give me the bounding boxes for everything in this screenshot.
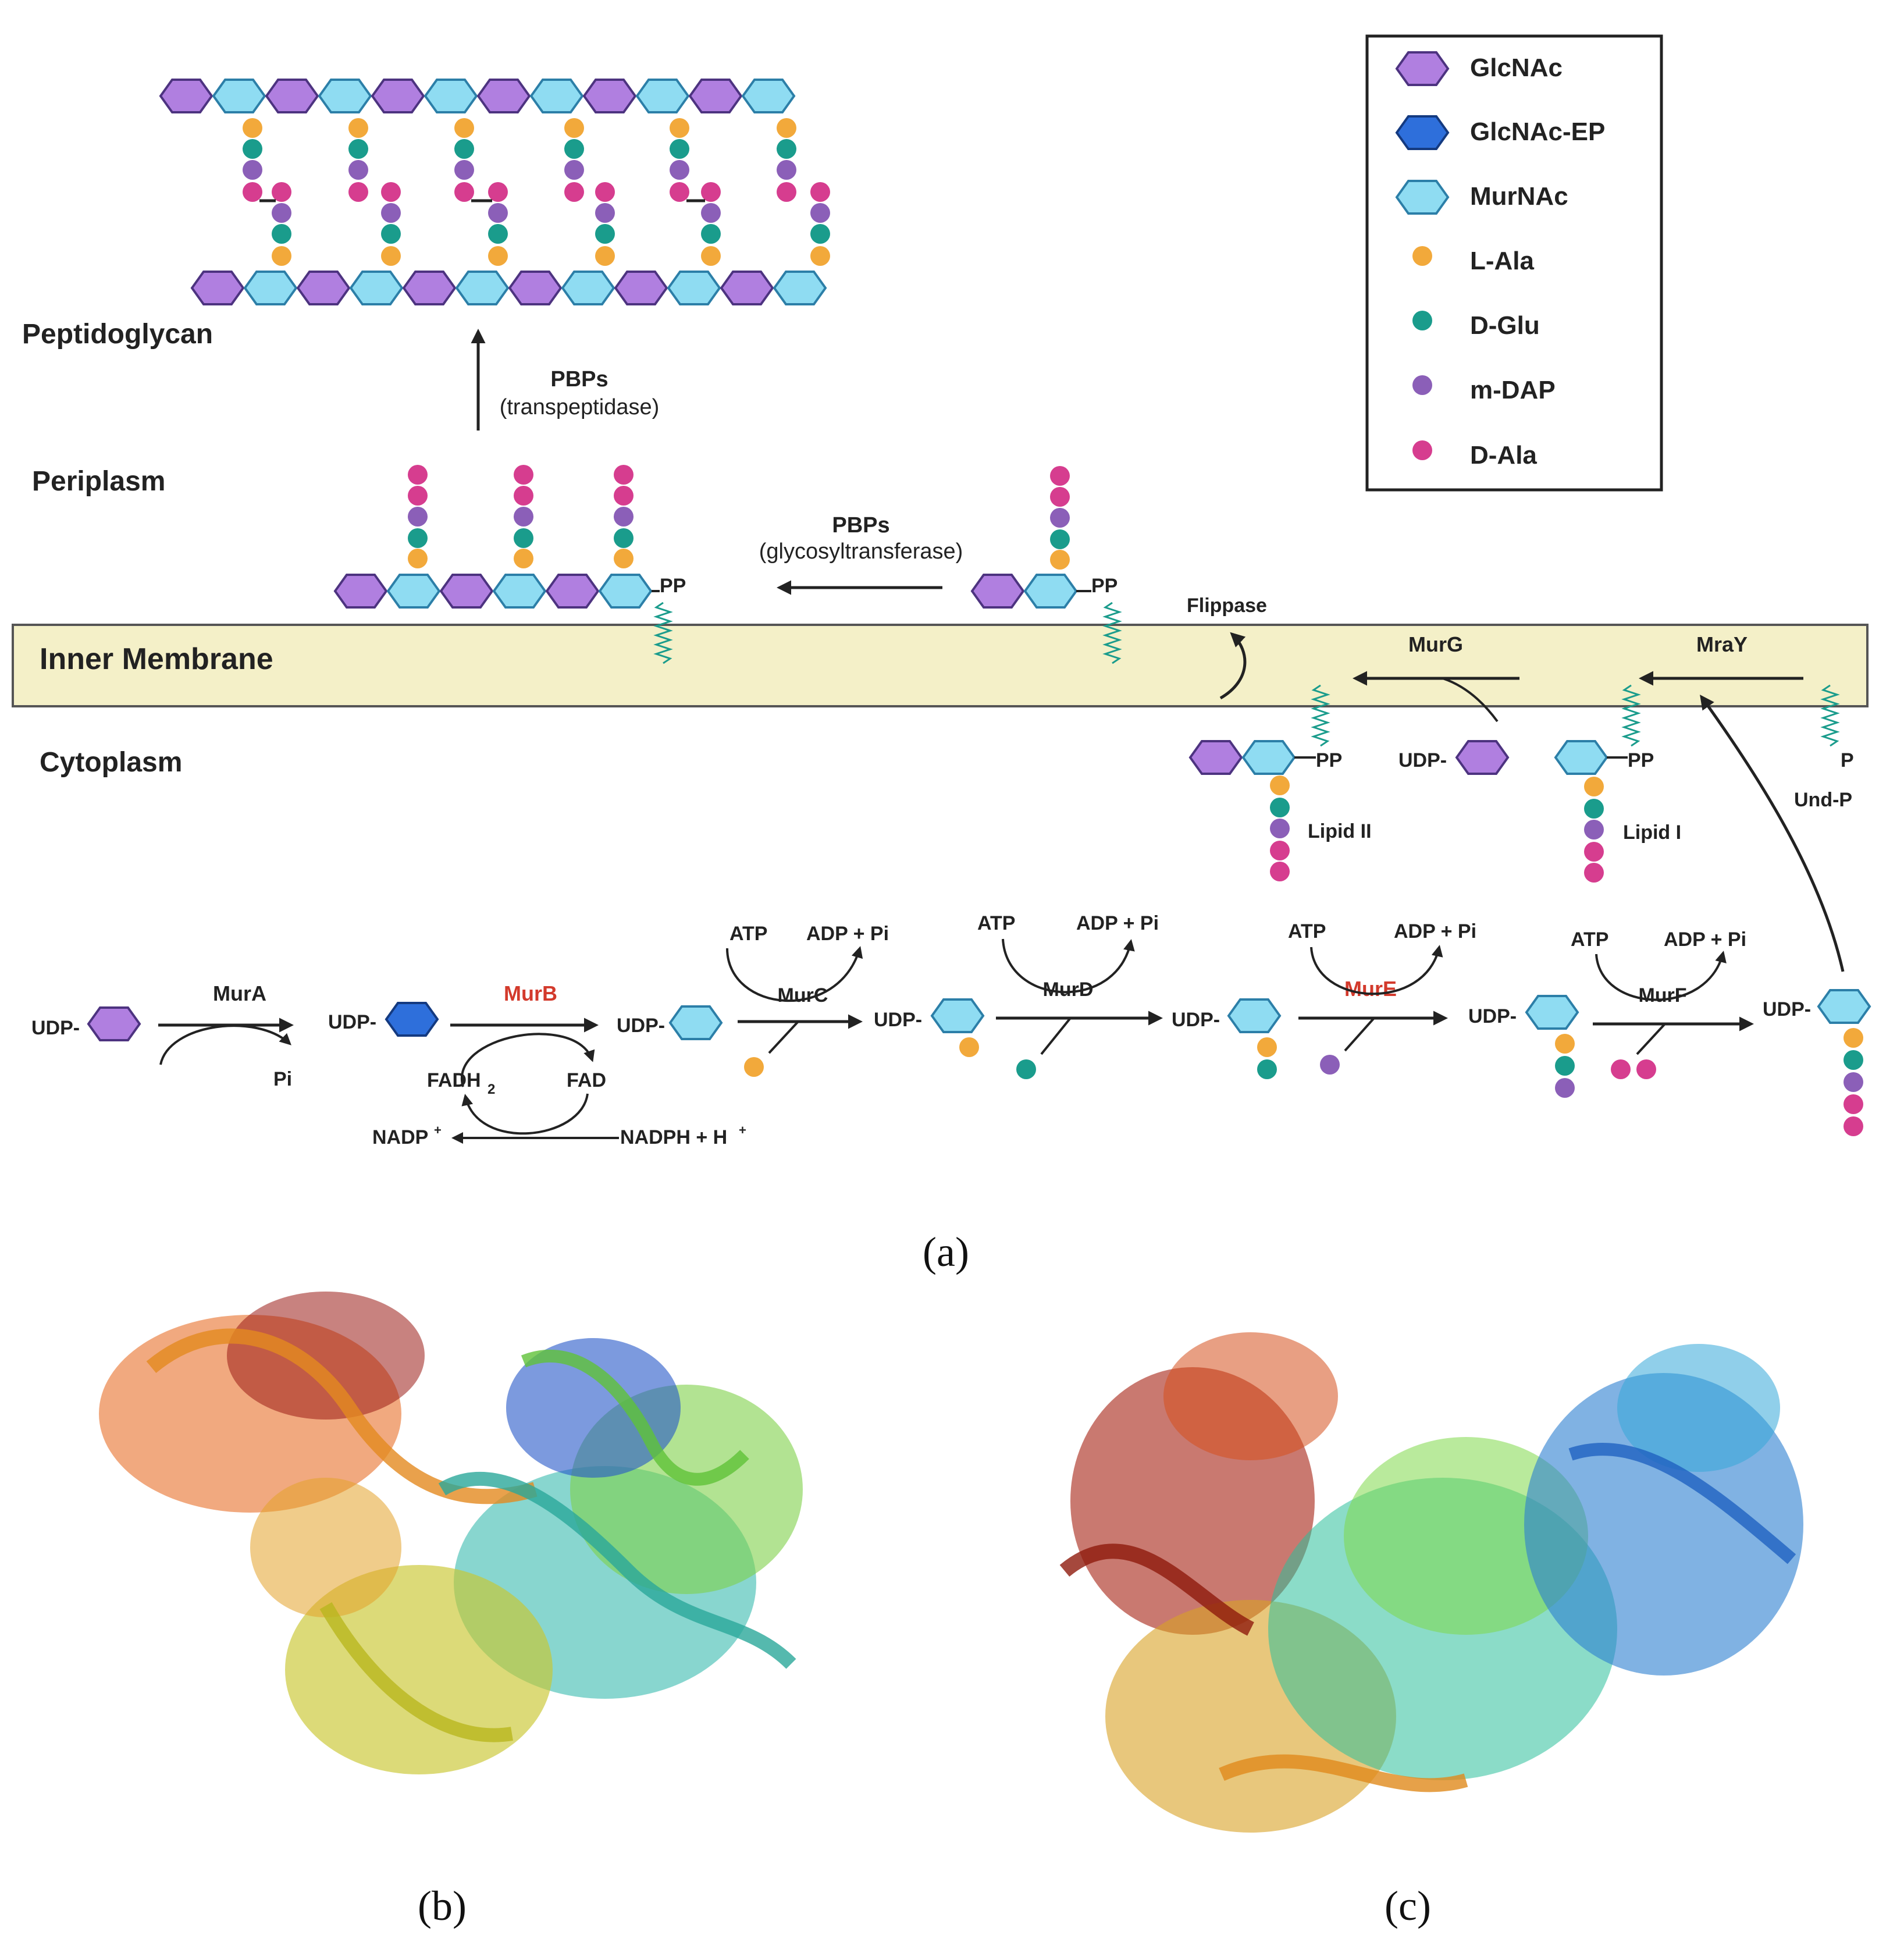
legend-item-glcnac-ep: GlcNAc-EP: [1396, 115, 1605, 150]
d-glu-dot-icon: [1412, 311, 1432, 330]
svg-text:UDP-: UDP-: [617, 1015, 665, 1037]
murc-step: UDP- ATP ADP + Pi MurC: [617, 923, 889, 1077]
glcnac-hexagon-icon: [1396, 51, 1449, 86]
svg-text:Pi: Pi: [273, 1068, 292, 1090]
svg-text:Und-P: Und-P: [1794, 789, 1852, 811]
legend-item-l-ala: L-Ala: [1412, 246, 1535, 275]
svg-text:(transpeptidase): (transpeptidase): [500, 395, 660, 419]
svg-text:PP: PP: [660, 575, 686, 597]
svg-text:+: +: [739, 1123, 746, 1137]
svg-text:MraY: MraY: [1696, 632, 1748, 656]
svg-text:ATP: ATP: [729, 923, 767, 945]
svg-text:Lipid I: Lipid I: [1623, 821, 1681, 844]
svg-text:D-Ala: D-Ala: [1470, 441, 1537, 469]
cytoplasm-label: Cytoplasm: [40, 747, 182, 778]
svg-text:PBPs: PBPs: [832, 513, 889, 538]
peptidoglycan-mesh: [159, 79, 830, 305]
mura-step: UDP- MurA Pi: [31, 981, 294, 1090]
svg-text:UDP-: UDP-: [1468, 1005, 1517, 1027]
svg-text:Lipid II: Lipid II: [1308, 820, 1372, 842]
m-dap-dot-icon: [1412, 375, 1432, 395]
pbps-glycosyltransferase-step: PBPs (glycosyltransferase): [759, 513, 963, 595]
und-p-carrier: P Und-P: [1794, 684, 1854, 811]
murd-step: UDP- ATP ADP + Pi MurD: [874, 912, 1163, 1079]
svg-text:Flippase: Flippase: [1187, 595, 1267, 617]
mure-step: UDP- ATP ADP + Pi MurE: [1172, 920, 1476, 1079]
flippase-step: Flippase: [1187, 595, 1267, 700]
nascent-glycan-strand: PP: [334, 465, 686, 664]
svg-text:(glycosyltransferase): (glycosyltransferase): [759, 539, 963, 564]
svg-text:PP: PP: [1091, 575, 1118, 597]
svg-text:MurG: MurG: [1408, 632, 1463, 656]
svg-text:PP: PP: [1628, 749, 1654, 771]
svg-text:NADPH + H: NADPH + H: [620, 1126, 727, 1148]
svg-text:MurF: MurF: [1638, 984, 1686, 1006]
murg-step: MurG: [1353, 632, 1519, 723]
peptidoglycan-label: Peptidoglycan: [22, 319, 213, 350]
svg-text:MurNAc: MurNAc: [1470, 182, 1568, 211]
svg-text:MurB: MurB: [504, 981, 557, 1005]
udp-murnac-pentapeptide-to-mray-arrow: [1700, 694, 1845, 972]
d-ala-dot-icon: [1412, 440, 1432, 460]
svg-text:NADP: NADP: [372, 1126, 428, 1148]
glcnac-ep-hexagon-icon: [1396, 115, 1449, 150]
murb-structure-image: [99, 1292, 803, 1774]
svg-text:FAD: FAD: [567, 1069, 606, 1091]
svg-text:UDP-: UDP-: [328, 1011, 376, 1033]
lipid-ii-periplasm: PP: [971, 466, 1120, 664]
svg-text:ADP + Pi: ADP + Pi: [806, 923, 889, 945]
svg-text:UDP-: UDP-: [1398, 749, 1447, 771]
svg-text:GlcNAc-EP: GlcNAc-EP: [1470, 118, 1605, 146]
caption-c: (c): [1385, 1883, 1431, 1929]
udp-murnac-pentapeptide: UDP-: [1763, 989, 1871, 1136]
lipid-ii-cytoplasm: PP Lipid II: [1189, 684, 1372, 881]
inner-membrane: Inner Membrane: [12, 624, 1869, 707]
legend-item-d-glu: D-Glu: [1412, 311, 1540, 340]
svg-text:UDP-: UDP-: [874, 1009, 922, 1031]
svg-text:FADH: FADH: [427, 1069, 481, 1091]
svg-text:UDP-: UDP-: [1763, 998, 1811, 1020]
legend-item-glcnac: GlcNAc: [1396, 51, 1563, 86]
svg-text:GlcNAc: GlcNAc: [1470, 54, 1563, 82]
svg-text:2: 2: [487, 1082, 495, 1097]
svg-text:UDP-: UDP-: [31, 1017, 80, 1039]
svg-text:+: +: [434, 1123, 442, 1137]
svg-text:PP: PP: [1316, 749, 1342, 771]
murnac-hexagon-icon: [1396, 180, 1449, 215]
svg-text:PBPs: PBPs: [550, 367, 608, 392]
inner-membrane-label: Inner Membrane: [40, 642, 273, 676]
lipid-i-cytoplasm: PP Lipid I: [1554, 684, 1681, 883]
caption-b: (b): [418, 1883, 467, 1929]
svg-text:ADP + Pi: ADP + Pi: [1076, 912, 1159, 934]
udp-glcnac-donor: UDP-: [1398, 740, 1509, 775]
svg-text:m-DAP: m-DAP: [1470, 376, 1556, 404]
svg-text:ADP + Pi: ADP + Pi: [1394, 920, 1476, 942]
svg-text:L-Ala: L-Ala: [1470, 247, 1535, 275]
murf-step: UDP- ATP ADP + Pi MurF: [1468, 929, 1754, 1098]
l-ala-dot-icon: [1412, 246, 1432, 266]
svg-text:D-Glu: D-Glu: [1470, 311, 1540, 340]
legend: GlcNAc GlcNAc-EP MurNAc L-Ala D-Glu m-DA…: [1365, 34, 1663, 492]
periplasm-label: Periplasm: [32, 466, 165, 497]
legend-item-d-ala: D-Ala: [1412, 440, 1537, 469]
svg-text:P: P: [1841, 749, 1854, 771]
legend-item-m-dap: m-DAP: [1412, 375, 1556, 404]
caption-a: (a): [923, 1229, 969, 1275]
svg-text:ATP: ATP: [1288, 920, 1326, 942]
svg-text:ATP: ATP: [1571, 929, 1608, 951]
mray-step: MraY: [1639, 632, 1803, 686]
murb-step: UDP- MurB FADH 2 FAD NADP + NADPH + H +: [328, 981, 746, 1148]
svg-text:ADP + Pi: ADP + Pi: [1664, 929, 1746, 951]
mure-structure-image: [1059, 1332, 1803, 1833]
legend-item-murnac: MurNAc: [1396, 180, 1568, 215]
svg-text:UDP-: UDP-: [1172, 1009, 1220, 1031]
svg-text:ATP: ATP: [977, 912, 1015, 934]
svg-text:MurE: MurE: [1344, 977, 1397, 1001]
svg-text:MurA: MurA: [213, 981, 266, 1005]
pbps-transpeptidase-step: PBPs (transpeptidase): [471, 329, 660, 431]
